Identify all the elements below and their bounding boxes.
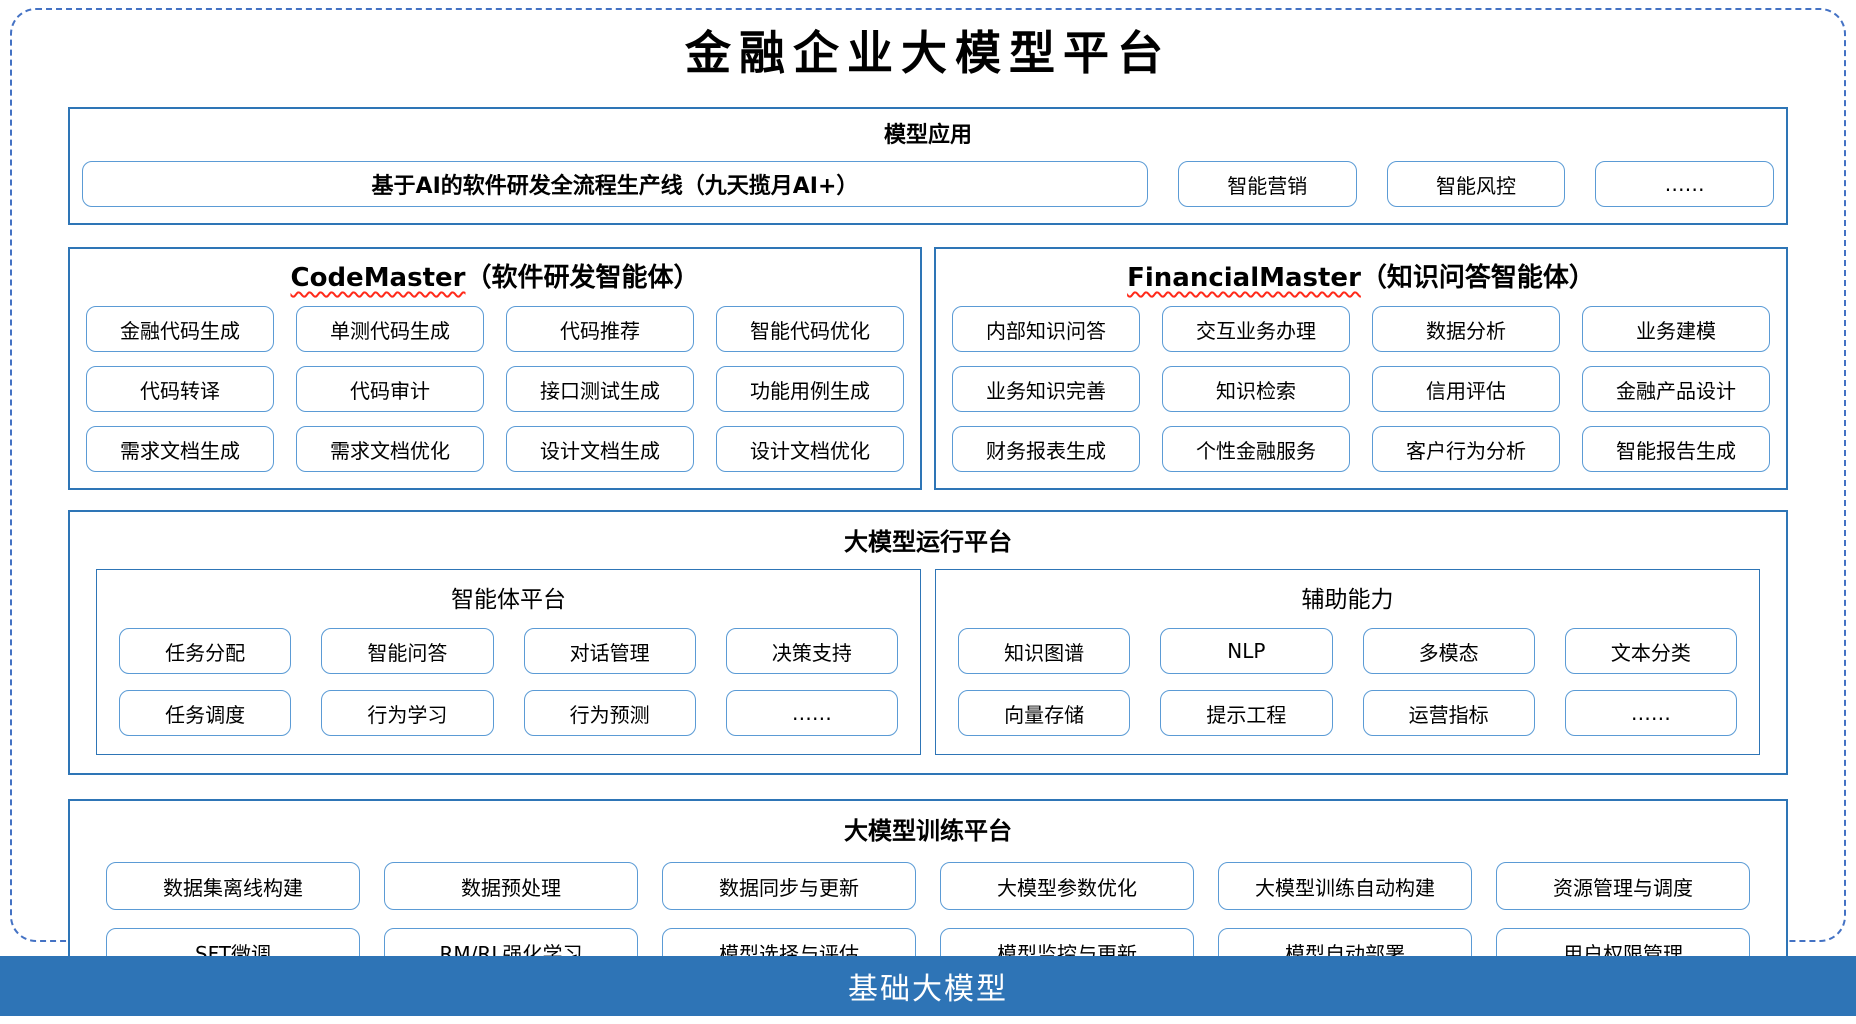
agent-platform-title: 智能体平台 (451, 587, 566, 614)
training-chip: 数据同步与更新 (662, 862, 916, 911)
app-chip-marketing: 智能营销 (1177, 161, 1357, 208)
section-runtime-platform: 大模型运行平台 智能体平台 任务分配 智能问答 对话管理 决策支持 任务调度 行… (68, 510, 1788, 776)
agent-platform-chip: …… (725, 690, 898, 737)
auxiliary-chip: 多模态 (1362, 628, 1535, 675)
financialmaster-chip: 内部知识问答 (952, 306, 1140, 353)
platform-diagram-frame: 金融企业大模型平台 模型应用 基于AI的软件研发全流程生产线（九天揽月AI+） … (10, 8, 1846, 999)
financialmaster-chip: 数据分析 (1372, 306, 1560, 353)
codemaster-chip: 代码转译 (86, 366, 274, 413)
training-chip: 资源管理与调度 (1496, 862, 1750, 911)
app-chip-ellipsis: …… (1595, 161, 1775, 208)
auxiliary-chip: 知识图谱 (958, 628, 1131, 675)
financialmaster-chip: 智能报告生成 (1582, 426, 1770, 473)
model-applications-row: 基于AI的软件研发全流程生产线（九天揽月AI+） 智能营销 智能风控 …… (82, 161, 1775, 208)
agent-platform-chip: 行为学习 (321, 690, 494, 737)
codemaster-chip: 接口测试生成 (506, 366, 694, 413)
codemaster-title: CodeMaster（软件研发智能体） (70, 249, 920, 294)
auxiliary-chip: 提示工程 (1160, 690, 1333, 737)
runtime-platform-title: 大模型运行平台 (844, 528, 1012, 557)
financialmaster-chip: 业务建模 (1582, 306, 1770, 353)
auxiliary-chip: NLP (1160, 628, 1333, 675)
agents-row: CodeMaster（软件研发智能体） 金融代码生成 单测代码生成 代码推荐 智… (68, 247, 1788, 491)
auxiliary-capabilities-grid: 知识图谱 NLP 多模态 文本分类 向量存储 提示工程 运营指标 …… (958, 628, 1737, 737)
financialmaster-chip: 知识检索 (1162, 366, 1350, 413)
codemaster-chip: 功能用例生成 (716, 366, 904, 413)
agent-platform-chip: 智能问答 (321, 628, 494, 675)
training-chip: 数据预处理 (384, 862, 638, 911)
financialmaster-grid: 内部知识问答 交互业务办理 数据分析 业务建模 业务知识完善 知识检索 信用评估… (952, 306, 1770, 473)
financialmaster-chip: 业务知识完善 (952, 366, 1140, 413)
foundation-model-bar: 基础大模型 (0, 956, 1856, 1016)
section-codemaster: CodeMaster（软件研发智能体） 金融代码生成 单测代码生成 代码推荐 智… (68, 247, 922, 491)
agent-platform-chip: 决策支持 (725, 628, 898, 675)
page-title: 金融企业大模型平台 (685, 26, 1171, 80)
auxiliary-chip: 文本分类 (1564, 628, 1737, 675)
financialmaster-title: FinancialMaster（知识问答智能体） (936, 249, 1786, 294)
foundation-model-label: 基础大模型 (848, 972, 1008, 1007)
financialmaster-chip: 客户行为分析 (1372, 426, 1560, 473)
app-chip-risk-control: 智能风控 (1386, 161, 1566, 208)
agent-platform-chip: 任务分配 (119, 628, 292, 675)
auxiliary-chip: …… (1564, 690, 1737, 737)
codemaster-chip: 需求文档生成 (86, 426, 274, 473)
section-model-applications: 模型应用 基于AI的软件研发全流程生产线（九天揽月AI+） 智能营销 智能风控 … (68, 107, 1788, 226)
financialmaster-chip: 财务报表生成 (952, 426, 1140, 473)
codemaster-chip: 设计文档优化 (716, 426, 904, 473)
codemaster-chip: 金融代码生成 (86, 306, 274, 353)
training-chip: 数据集离线构建 (106, 862, 360, 911)
codemaster-grid: 金融代码生成 单测代码生成 代码推荐 智能代码优化 代码转译 代码审计 接口测试… (86, 306, 904, 473)
financialmaster-chip: 信用评估 (1372, 366, 1560, 413)
app-chip-ai-pipeline: 基于AI的软件研发全流程生产线（九天揽月AI+） (82, 161, 1148, 208)
runtime-platforms-row: 智能体平台 任务分配 智能问答 对话管理 决策支持 任务调度 行为学习 行为预测… (96, 569, 1760, 756)
codemaster-chip: 单测代码生成 (296, 306, 484, 353)
codemaster-title-en: CodeMaster (290, 263, 466, 294)
section-financialmaster: FinancialMaster（知识问答智能体） 内部知识问答 交互业务办理 数… (934, 247, 1788, 491)
agent-platform-chip: 行为预测 (523, 690, 696, 737)
codemaster-chip: 需求文档优化 (296, 426, 484, 473)
auxiliary-capabilities-title: 辅助能力 (1301, 587, 1394, 614)
agent-platform-grid: 任务分配 智能问答 对话管理 决策支持 任务调度 行为学习 行为预测 …… (119, 628, 898, 737)
training-chip: 大模型训练自动构建 (1218, 862, 1472, 911)
auxiliary-chip: 向量存储 (958, 690, 1131, 737)
codemaster-title-cn: （软件研发智能体） (465, 263, 700, 294)
agent-platform-box: 智能体平台 任务分配 智能问答 对话管理 决策支持 任务调度 行为学习 行为预测… (96, 569, 921, 756)
training-platform-title: 大模型训练平台 (844, 817, 1012, 846)
codemaster-chip: 代码推荐 (506, 306, 694, 353)
financialmaster-chip: 金融产品设计 (1582, 366, 1770, 413)
model-applications-title: 模型应用 (883, 123, 972, 149)
agent-platform-chip: 任务调度 (119, 690, 292, 737)
financialmaster-title-en: FinancialMaster (1127, 263, 1361, 294)
financialmaster-title-cn: （知识问答智能体） (1360, 263, 1595, 294)
auxiliary-capabilities-box: 辅助能力 知识图谱 NLP 多模态 文本分类 向量存储 提示工程 运营指标 …… (935, 569, 1760, 756)
codemaster-chip: 代码审计 (296, 366, 484, 413)
agent-platform-chip: 对话管理 (523, 628, 696, 675)
training-chip: 大模型参数优化 (940, 862, 1194, 911)
codemaster-chip: 设计文档生成 (506, 426, 694, 473)
financialmaster-chip: 交互业务办理 (1162, 306, 1350, 353)
auxiliary-chip: 运营指标 (1362, 690, 1535, 737)
codemaster-chip: 智能代码优化 (716, 306, 904, 353)
financialmaster-chip: 个性金融服务 (1162, 426, 1350, 473)
